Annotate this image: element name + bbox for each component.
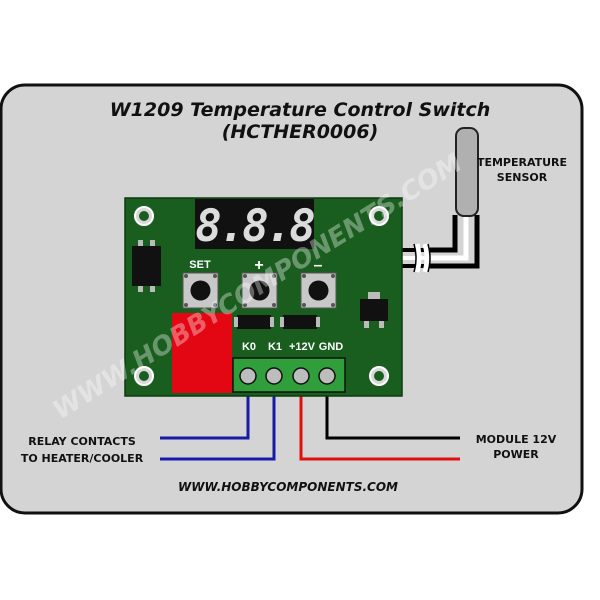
terminal-block — [232, 357, 346, 393]
w1209-board: 8.8.8 SET + – — [124, 197, 403, 397]
led-display — [195, 199, 314, 249]
terminal-12v-screw — [292, 367, 310, 385]
power-label-line1: MODULE 12V — [476, 433, 557, 446]
sensor-label-line2: SENSOR — [497, 171, 548, 184]
power-label-line2: POWER — [493, 448, 539, 461]
mounting-holes — [134, 206, 389, 386]
terminal-label-gnd: GND — [319, 341, 344, 353]
minus-button[interactable] — [300, 272, 337, 309]
diagram-title: W1209 Temperature Control Switch — [110, 99, 491, 121]
terminal-label-k0: K0 — [242, 341, 256, 353]
voltage-regulator — [360, 299, 388, 321]
terminal-gnd-screw — [318, 367, 336, 385]
minus-button-label: – — [314, 257, 323, 274]
wire-k0 — [160, 390, 250, 440]
terminal-label-k1: K1 — [268, 341, 282, 353]
relay-label-line2: TO HEATER/COOLER — [21, 452, 144, 465]
terminal-k0-screw — [239, 367, 257, 385]
relay-label-line1: RELAY CONTACTS — [28, 435, 136, 448]
diagram-subtitle: (HCTHER0006) — [222, 121, 379, 143]
relay — [172, 313, 232, 393]
wire-gnd — [325, 390, 460, 440]
wire-k1 — [160, 390, 276, 461]
wire-12v — [299, 390, 460, 461]
sensor-label-line1: TEMPERATURE — [477, 156, 567, 169]
plus-button[interactable] — [241, 272, 278, 309]
website-label: WWW.HOBBYCOMPONENTS.COM — [178, 480, 398, 494]
set-button[interactable] — [182, 272, 219, 309]
terminal-k1-screw — [265, 367, 283, 385]
wires — [160, 390, 460, 461]
plus-button-label: + — [254, 257, 263, 274]
set-button-label: SET — [189, 259, 211, 271]
led-display-digits: 8.8.8 — [195, 201, 314, 252]
left-chip — [132, 246, 161, 286]
sensor-probe — [455, 127, 479, 217]
terminal-label-12v: +12V — [289, 341, 316, 353]
